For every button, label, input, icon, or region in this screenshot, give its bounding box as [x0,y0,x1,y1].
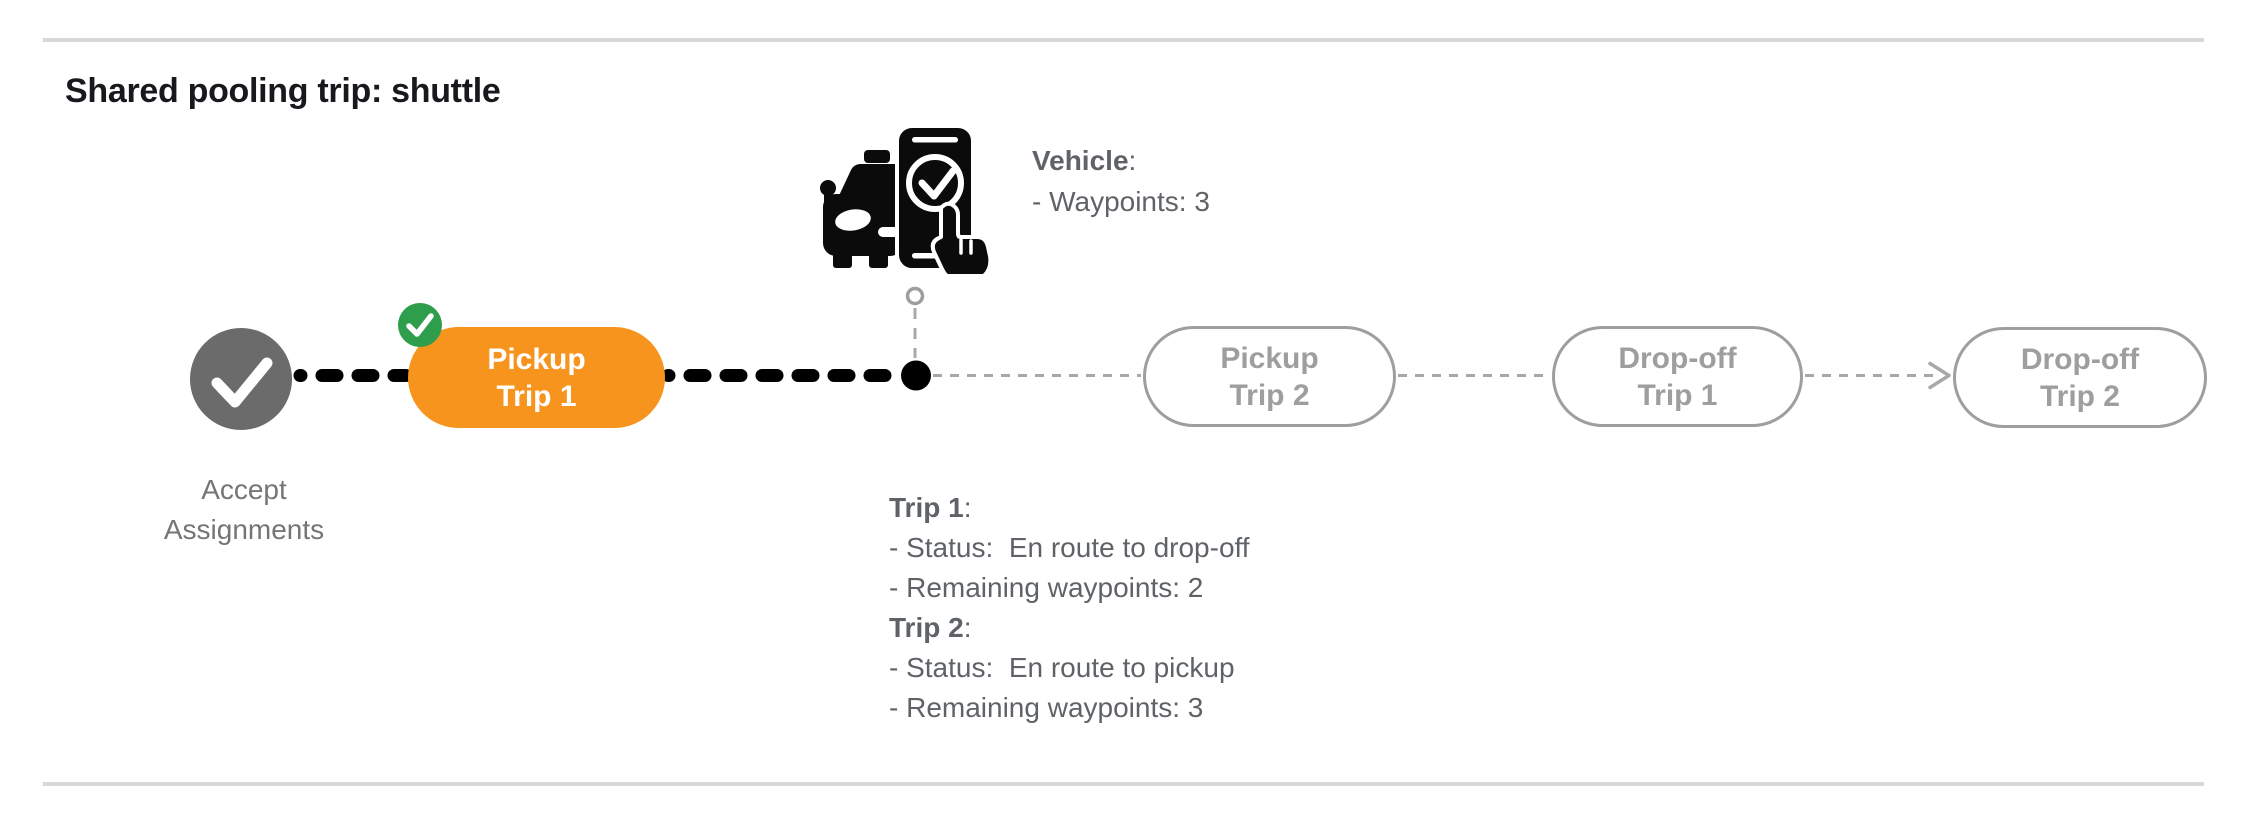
arrowhead-icon [1928,361,1951,390]
bottom-divider [43,782,2204,786]
top-divider [43,38,2204,42]
vehicle-position-dot [901,360,931,391]
vehicle-info-heading: Vehicle: [1032,145,1137,176]
trip-2-status: - Status: En route to pickup [889,652,1235,683]
pointing-hand [930,201,990,274]
trip-1-status: - Status: En route to drop-off [889,532,1250,563]
trip-status-info: Trip 1: - Status: En route to drop-off -… [889,488,1250,728]
trip-1-remaining-waypoints: - Remaining waypoints: 2 [889,572,1204,603]
vehicle-info: Vehicle: - Waypoints: 3 [1032,140,1210,222]
trip-2-remaining-waypoints: - Remaining waypoints: 3 [889,692,1204,723]
node-accept-assignments [190,328,292,430]
page-title: Shared pooling trip: shuttle [65,72,501,110]
node-drop-off-trip-1: Drop-off Trip 1 [1552,326,1803,427]
vehicle-anchor-circle [905,286,925,306]
node-pickup-trip-1: Pickup Trip 1 [408,327,665,428]
node-drop-off-trip-2: Drop-off Trip 2 [1953,327,2207,428]
checkmark-icon [211,357,273,408]
check-badge-icon [398,303,442,347]
trip-1-heading: Trip 1: [889,492,972,523]
accept-assignments-label: Accept Assignments [163,474,325,545]
vehicle-phone-check-icon [820,124,990,274]
node-pickup-trip-2: Pickup Trip 2 [1143,326,1396,427]
trip-2-heading: Trip 2: [889,612,972,643]
vehicle-info-waypoints: - Waypoints: 3 [1032,186,1210,217]
